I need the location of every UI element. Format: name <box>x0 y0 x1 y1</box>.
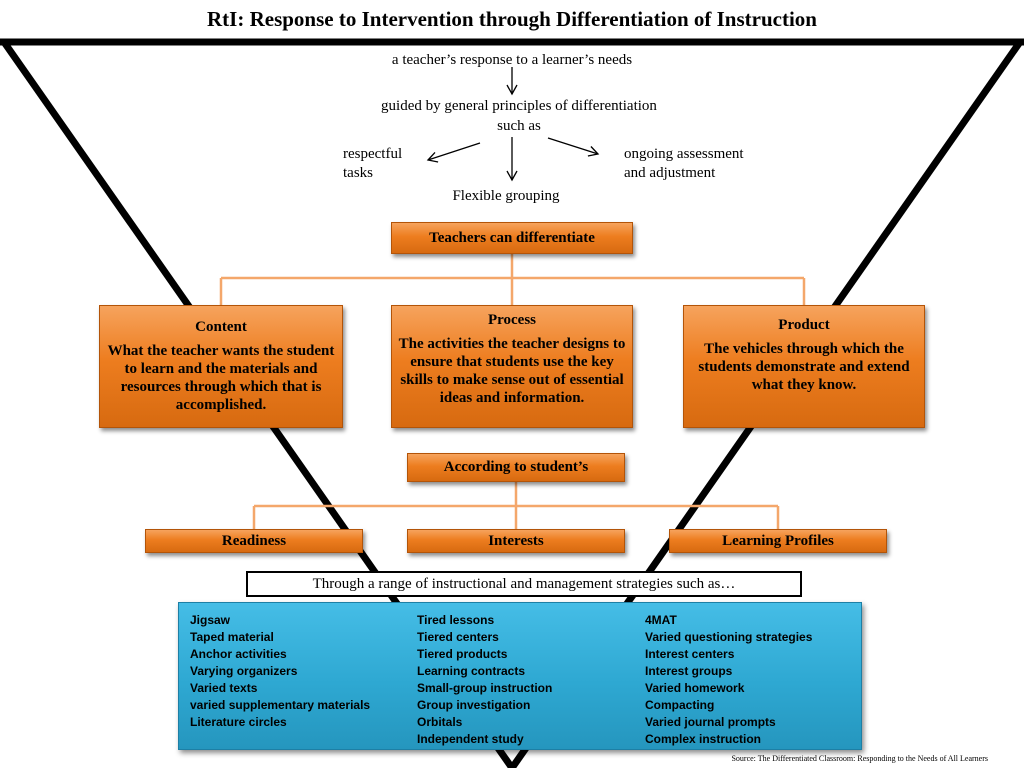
strategy-item: Anchor activities <box>190 647 287 661</box>
ongoing-assessment-label: ongoing assessment and adjustment <box>624 146 744 181</box>
product-description: The vehicles through which the students … <box>698 341 910 393</box>
product-box: Product The vehicles through which the s… <box>683 305 925 428</box>
strategy-item: Tiered products <box>417 647 508 661</box>
respectful-tasks-label: respectful tasks <box>343 146 403 181</box>
according-to-students-box: According to student’s <box>407 453 625 482</box>
strategies-column-1: Jigsaw Taped material Anchor activities … <box>190 612 370 731</box>
strategy-item: Interest groups <box>645 664 733 678</box>
flexible-grouping-label: Flexible grouping <box>452 188 560 204</box>
content-description: What the teacher wants the student to le… <box>107 343 335 413</box>
learning-profiles-box: Learning Profiles <box>669 529 887 553</box>
strategy-item: Tiered centers <box>417 630 499 644</box>
strategy-item: Small-group instruction <box>417 681 553 695</box>
arrow-to-respectful-tasks <box>426 142 481 163</box>
readiness-box: Readiness <box>145 529 363 553</box>
strategy-item: Independent study <box>417 732 524 746</box>
strategy-item: Varied questioning strategies <box>645 630 813 644</box>
process-description: The activities the teacher designs to en… <box>398 336 626 406</box>
principles-text: guided by general principles of differen… <box>381 98 657 114</box>
arrow-to-ongoing-assessment <box>547 137 600 157</box>
strategy-item: Varying organizers <box>190 664 298 678</box>
strategy-item: Varied homework <box>645 681 745 695</box>
strategy-item: Complex instruction <box>645 732 762 746</box>
diagram-title: RtI: Response to Intervention through Di… <box>207 7 817 31</box>
source-citation: Source: The Differentiated Classroom: Re… <box>731 754 988 763</box>
factor-connectors <box>252 482 780 529</box>
process-title: Process <box>487 312 537 328</box>
strategy-item: Tired lessons <box>417 613 495 627</box>
strategy-item: Compacting <box>645 698 715 712</box>
strategy-item: Interest centers <box>645 647 735 661</box>
strategy-item: Learning contracts <box>417 664 526 678</box>
strategy-item: Group investigation <box>417 698 531 712</box>
strategy-item: Orbitals <box>417 715 463 729</box>
process-box: Process The activities the teacher desig… <box>391 305 633 428</box>
strategy-item: Taped material <box>190 630 274 644</box>
such-as-text: such as <box>497 118 541 134</box>
strategy-banner: Through a range of instructional and man… <box>246 571 802 597</box>
content-box: Content What the teacher wants the stude… <box>99 305 343 428</box>
strategy-item: Jigsaw <box>190 613 231 627</box>
strategy-item: Literature circles <box>190 715 287 729</box>
content-title: Content <box>195 319 247 335</box>
strategies-panel: Jigsaw Taped material Anchor activities … <box>178 602 862 750</box>
strategy-item: varied supplementary materials <box>190 698 371 712</box>
strategy-item: Varied texts <box>190 681 258 695</box>
strategy-item: Varied journal prompts <box>645 715 776 729</box>
strategies-column-3: 4MAT Varied questioning strategies Inter… <box>645 612 812 748</box>
teachers-differentiate-box: Teachers can differentiate <box>391 222 633 254</box>
category-connectors <box>219 254 806 305</box>
interests-box: Interests <box>407 529 625 553</box>
learner-needs-text: a teacher’s response to a learner’s need… <box>391 52 633 68</box>
strategies-column-2: Tired lessons Tiered centers Tiered prod… <box>417 612 552 748</box>
strategy-item: 4MAT <box>645 613 677 627</box>
product-title: Product <box>778 317 830 333</box>
